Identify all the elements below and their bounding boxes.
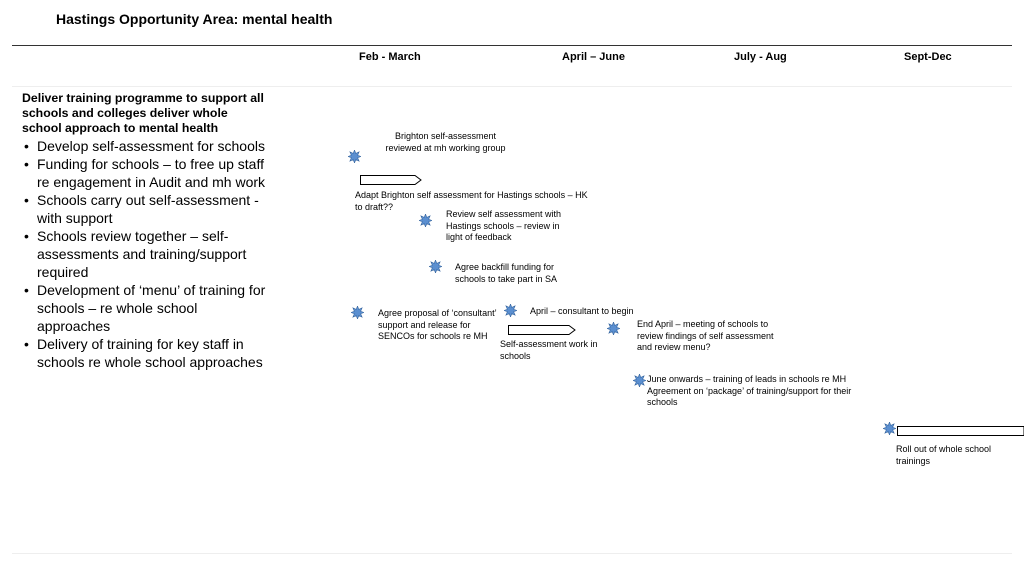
header-rule bbox=[12, 45, 1012, 46]
page-title: Hastings Opportunity Area: mental health bbox=[56, 11, 333, 27]
column-sept-dec: Sept-Dec bbox=[904, 51, 952, 63]
column-feb-march: Feb - March bbox=[359, 51, 421, 63]
column-april-june: April – June bbox=[562, 51, 625, 63]
milestone-note-line: June onwards – training of leads in scho… bbox=[647, 374, 847, 384]
milestone-note: Agree proposal of ‘consultant’ support a… bbox=[378, 308, 497, 341]
column-july-aug: July - Aug bbox=[734, 51, 787, 63]
milestone-star-icon bbox=[419, 214, 432, 227]
milestone-note: Review self assessment with Hastings sch… bbox=[446, 209, 562, 242]
milestone-note: End April – meeting of schools to review… bbox=[637, 319, 774, 352]
milestone-note: Brighton self-assessment reviewed at mh … bbox=[385, 131, 506, 153]
milestone-star-icon bbox=[633, 374, 646, 387]
objective-item: Delivery of training for key staff in sc… bbox=[22, 335, 267, 371]
milestone-star-icon bbox=[607, 322, 620, 335]
milestone-note: April – consultant to begin bbox=[530, 306, 634, 316]
milestone-star-icon bbox=[429, 260, 442, 273]
column-rule bbox=[12, 86, 1012, 87]
milestone-note: Adapt Brighton self assessment for Hasti… bbox=[355, 190, 588, 212]
milestone-note: June onwards – training of leads in scho… bbox=[647, 374, 877, 409]
objectives-list: Develop self-assessment for schools Fund… bbox=[22, 137, 267, 371]
milestone-note: Agree backfill funding for schools to ta… bbox=[455, 262, 558, 284]
objective-item: Funding for schools – to free up staff r… bbox=[22, 155, 267, 191]
milestone-note: Self-assessment work in schools bbox=[500, 339, 598, 361]
milestone-star-icon bbox=[504, 304, 517, 317]
milestone-star-icon bbox=[348, 150, 361, 163]
duration-arrow-icon bbox=[897, 426, 1024, 436]
objectives-heading: Deliver training programme to support al… bbox=[22, 91, 264, 135]
objective-item: Schools review together – self-assessmen… bbox=[22, 227, 267, 281]
objective-item: Development of ‘menu’ of training for sc… bbox=[22, 281, 267, 335]
duration-arrow-icon bbox=[360, 175, 422, 185]
milestone-star-icon bbox=[883, 422, 896, 435]
milestone-star-icon bbox=[351, 306, 364, 319]
objectives-panel: Deliver training programme to support al… bbox=[22, 91, 267, 371]
footer-rule bbox=[12, 553, 1012, 554]
milestone-note-line: Agreement on ‘package’ of training/suppo… bbox=[647, 385, 852, 408]
duration-arrow-icon bbox=[508, 325, 576, 335]
objective-item: Develop self-assessment for schools bbox=[22, 137, 267, 155]
milestone-note: Roll out of whole school trainings bbox=[896, 444, 992, 466]
objective-item: Schools carry out self-assessment - with… bbox=[22, 191, 267, 227]
